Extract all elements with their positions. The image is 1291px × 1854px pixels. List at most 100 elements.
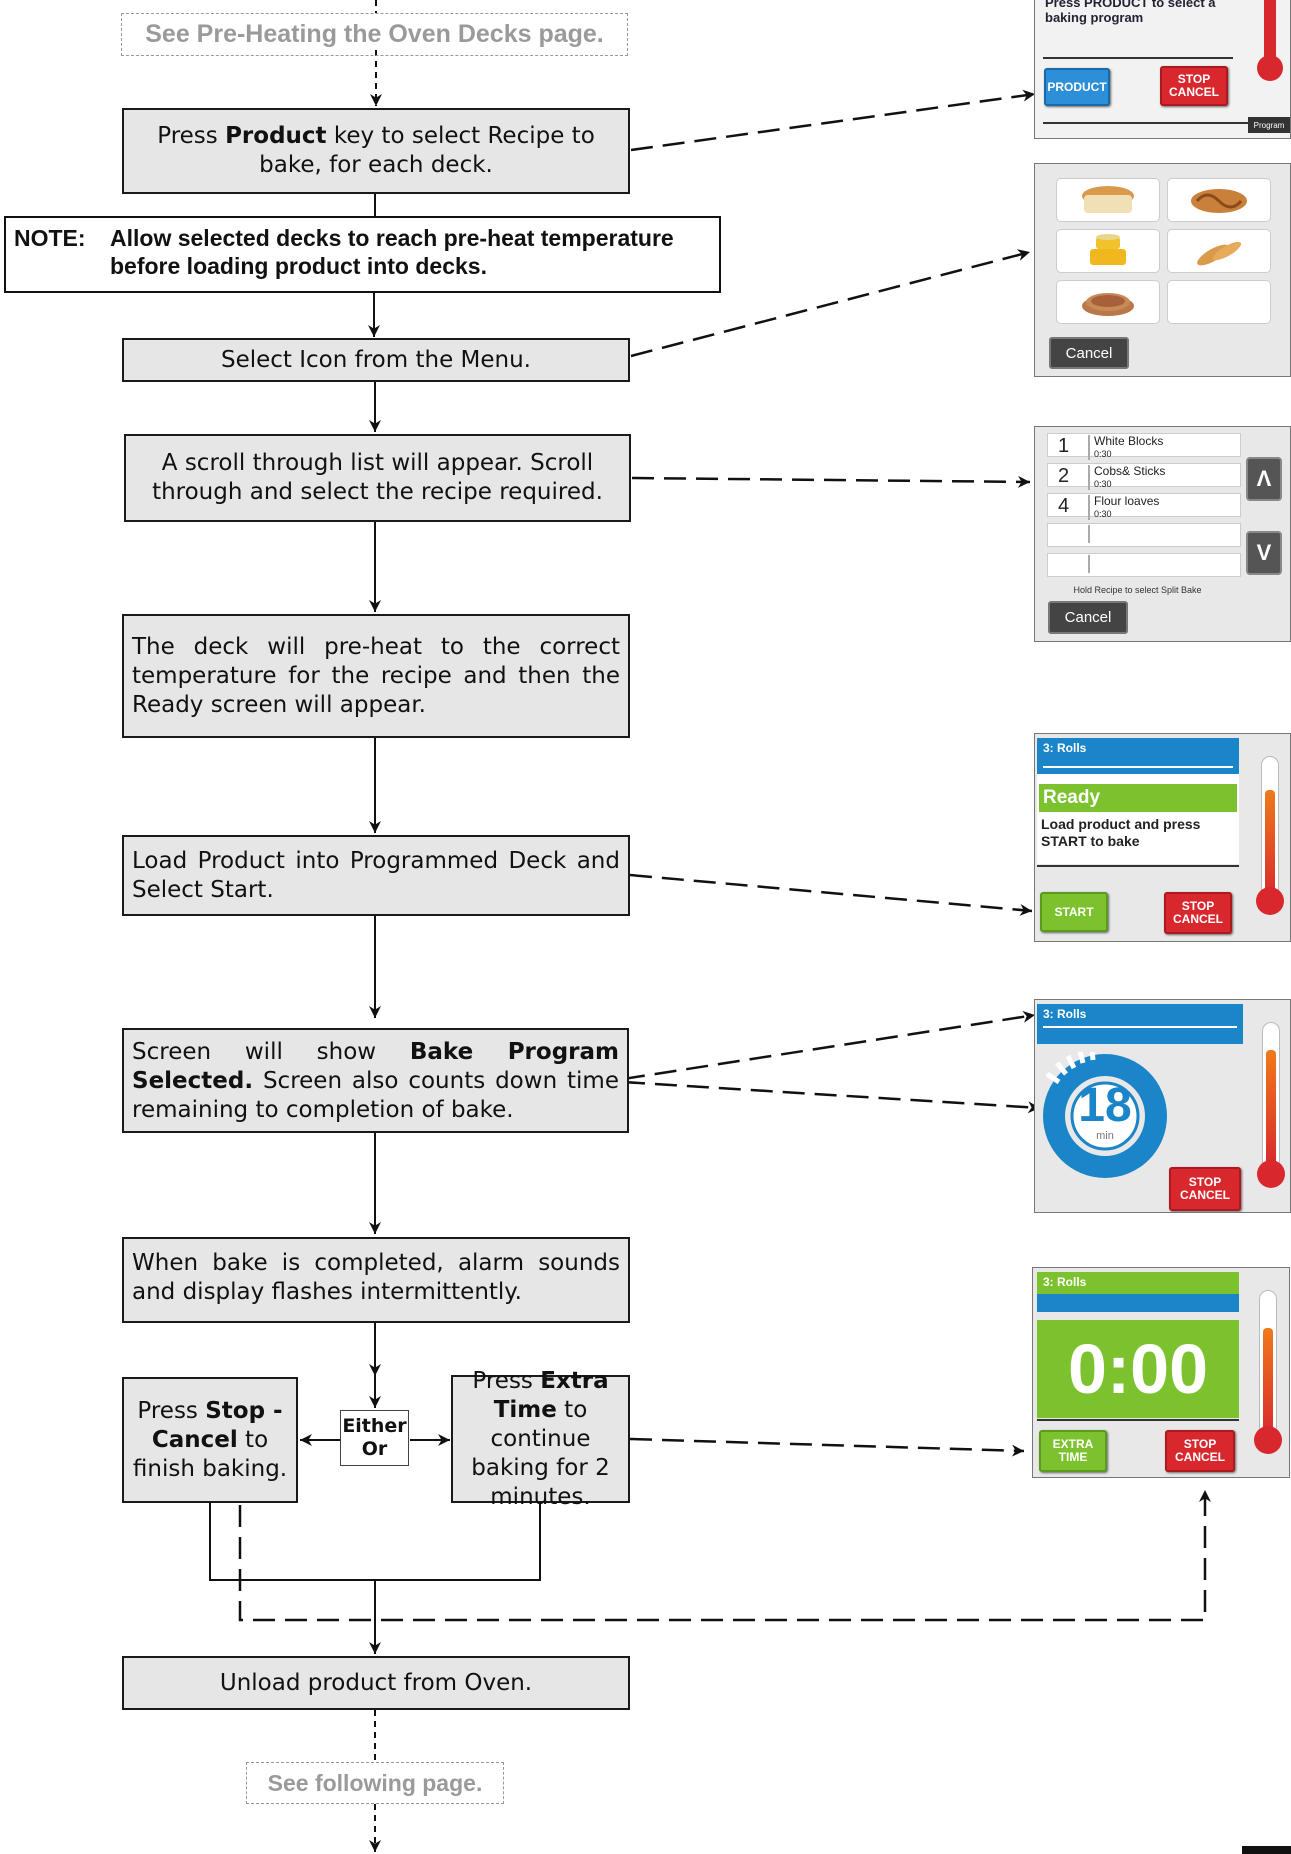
thermometer-level xyxy=(1265,790,1275,900)
step-text-post: to continue baking for 2 minutes. xyxy=(471,1396,610,1510)
step-bake-complete-text: When bake is completed, alarm sounds and… xyxy=(132,1250,620,1305)
countdown-minutes: 18 xyxy=(1078,1079,1132,1132)
step-text-bold: Product xyxy=(225,123,327,149)
cancel-label: CANCEL xyxy=(1180,1188,1230,1202)
recipe-number: 2 xyxy=(1058,465,1070,487)
step-select-icon-text: Select Icon from the Menu. xyxy=(220,346,531,373)
recipe-name-text: Cobs& Sticks xyxy=(1094,464,1166,478)
thermometer-level xyxy=(1263,1328,1273,1438)
menu-tile-bread-loaf[interactable] xyxy=(1056,178,1160,222)
recipe-row-empty[interactable] xyxy=(1047,553,1241,577)
stop-cancel-button[interactable]: STOP CANCEL xyxy=(1165,1430,1235,1472)
note-line-1: Allow selected decks to reach pre-heat t… xyxy=(110,225,674,251)
step-select-icon: Select Icon from the Menu. xyxy=(122,338,630,382)
screen-program-select: Press PRODUCT to select a baking program… xyxy=(1034,0,1291,139)
link-following-page[interactable]: See following page. xyxy=(246,1762,504,1804)
stop-cancel-button[interactable]: STOP CANCEL xyxy=(1169,1167,1241,1211)
stop-label: STOP xyxy=(1183,1437,1217,1451)
link-preheating-page[interactable]: See Pre-Heating the Oven Decks page. xyxy=(121,13,628,56)
extra-time-button[interactable]: EXTRA TIME xyxy=(1039,1430,1107,1472)
step-text-bold: Bake Program Selected. xyxy=(132,1039,619,1094)
plaited-bread-icon xyxy=(1191,189,1247,213)
step-bake-program-text: Screen will show Bake Program Selected. … xyxy=(132,1038,619,1125)
deck-header: 3: Rolls xyxy=(1037,738,1239,774)
step-text-post: key to select Recipe to bake, for each d… xyxy=(259,123,595,178)
step-text-post: to finish baking. xyxy=(132,1426,288,1482)
step-unload-text: Unload product from Oven. xyxy=(219,1669,533,1696)
divider xyxy=(1043,766,1233,768)
countdown-unit: min xyxy=(1096,1130,1114,1142)
recipe-name-text: Flour loaves xyxy=(1094,494,1160,508)
stop-label: STOP xyxy=(1181,899,1215,913)
divider xyxy=(1043,1026,1237,1028)
note-text: Allow selected decks to reach pre-heat t… xyxy=(110,224,713,280)
product-button[interactable]: PRODUCT xyxy=(1044,68,1110,106)
dial-ticks xyxy=(1045,1052,1096,1085)
step-load-product: Load Product into Programmed Deck and Se… xyxy=(122,835,630,916)
step-extra-time-text: Press Extra Time to continue baking for … xyxy=(457,1367,624,1512)
screen-ready: 3: Rolls Ready Load product and press ST… xyxy=(1034,733,1291,942)
recipe-name xyxy=(1088,555,1094,573)
program-prompt-line-1: Press PRODUCT to select a xyxy=(1045,0,1216,10)
step-text-pre: Press xyxy=(137,1397,206,1424)
countdown-dial xyxy=(1043,1052,1167,1178)
step-bake-complete: When bake is completed, alarm sounds and… xyxy=(122,1237,630,1323)
stop-cancel-button[interactable]: STOP CANCEL xyxy=(1164,892,1232,934)
step-text-bold: Stop - Cancel xyxy=(151,1397,283,1453)
dial-face xyxy=(1070,1081,1140,1151)
extra-label: EXTRA xyxy=(1052,1437,1094,1451)
step-scroll-list-text: A scroll through list will appear. Scrol… xyxy=(152,450,603,505)
thermometer-bulb xyxy=(1257,1160,1285,1188)
menu-tile-plaited-bread[interactable] xyxy=(1167,178,1271,222)
step-extra-time: Press Extra Time to continue baking for … xyxy=(451,1368,630,1510)
stop-cancel-button[interactable]: STOP CANCEL xyxy=(1160,66,1228,106)
or-label: Or xyxy=(361,1438,388,1460)
divider xyxy=(1043,57,1233,59)
cake-icon xyxy=(1090,234,1126,265)
step-press-product: Press Product key to select Recipe to ba… xyxy=(122,108,630,194)
screen-countdown: 3: Rolls 18 min STOP CANCEL xyxy=(1034,999,1291,1213)
deck-header-text: 3: Rolls xyxy=(1043,741,1087,755)
note-line-2: before loading product into decks. xyxy=(110,253,487,279)
either-label: Either xyxy=(342,1415,407,1437)
scroll-down-button[interactable]: V xyxy=(1246,531,1282,575)
page-tab-marker xyxy=(1242,1846,1291,1854)
menu-tile-bread-sticks[interactable] xyxy=(1167,229,1271,273)
recipe-number: 1 xyxy=(1058,435,1070,457)
cancel-label: CANCEL xyxy=(1173,912,1223,926)
recipe-time: 0:30 xyxy=(1094,509,1112,519)
time-label: TIME xyxy=(1058,1450,1088,1464)
step-load-product-text: Load Product into Programmed Deck and Se… xyxy=(132,848,620,903)
step-press-product-text: Press Product key to select Recipe to ba… xyxy=(132,122,620,180)
recipe-name xyxy=(1088,525,1094,543)
menu-tile-empty[interactable] xyxy=(1167,280,1271,324)
recipe-row-empty[interactable] xyxy=(1047,523,1241,547)
screen-icon-menu: Cancel xyxy=(1034,163,1291,377)
deck-header: 3: Rolls xyxy=(1037,1272,1239,1312)
screen-finished: 3: Rolls 0:00 EXTRA TIME STOP CANCEL xyxy=(1032,1267,1290,1478)
menu-tile-cake[interactable] xyxy=(1056,229,1160,273)
start-button[interactable]: START xyxy=(1040,892,1108,932)
step-stop-cancel-text: Press Stop - Cancel to finish baking. xyxy=(128,1397,292,1484)
deck-header-text: 3: Rolls xyxy=(1043,1275,1087,1289)
program-tab[interactable]: Program xyxy=(1248,117,1290,133)
bread-sticks-icon xyxy=(1197,241,1242,266)
split-bake-hint: Hold Recipe to select Split Bake xyxy=(1073,585,1202,595)
menu-tile-pie[interactable] xyxy=(1056,280,1160,324)
scroll-up-button[interactable]: Λ xyxy=(1246,457,1282,501)
thermometer-stem xyxy=(1264,0,1276,65)
recipe-name-text: White Blocks xyxy=(1094,434,1164,448)
stop-label: STOP xyxy=(1188,1175,1222,1189)
program-prompt-line-2: baking program xyxy=(1045,10,1144,25)
cancel-button[interactable]: Cancel xyxy=(1049,337,1129,369)
stop-label: STOP xyxy=(1177,72,1211,86)
step-text-bold: Extra Time xyxy=(493,1367,609,1423)
step-text-pre: Press xyxy=(157,123,226,149)
cancel-button[interactable]: Cancel xyxy=(1048,601,1128,634)
